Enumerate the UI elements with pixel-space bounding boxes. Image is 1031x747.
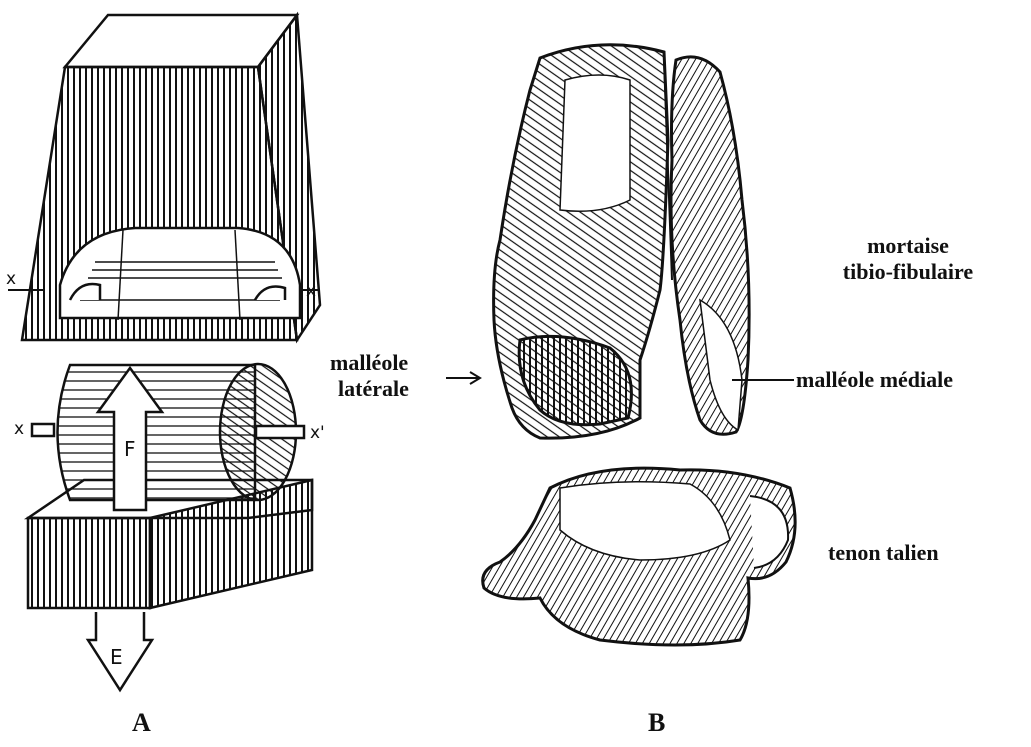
tibio-fibular-mortise	[494, 45, 750, 438]
label-mortaise-line1: mortaise	[828, 233, 988, 259]
axis-label-x-top-left: x	[6, 270, 16, 288]
talus-model	[28, 364, 312, 690]
panel-letter-a: A	[132, 708, 151, 738]
axle-pin-left	[32, 424, 54, 436]
label-malleole-laterale: malléole latérale	[330, 350, 409, 402]
label-malleole-mediale: malléole médiale	[796, 367, 953, 393]
axle-pin-right	[256, 426, 304, 438]
label-mortaise-line2: tibio-fibulaire	[828, 259, 988, 285]
axis-label-x-bottom-right: x'	[310, 424, 325, 442]
label-malleole-laterale-line1: malléole	[330, 350, 409, 376]
label-mortaise: mortaise tibio-fibulaire	[828, 233, 988, 285]
mortise-arch-opening	[60, 228, 300, 318]
arrow-label-e: E	[110, 648, 123, 666]
panel-letter-b: B	[648, 708, 665, 738]
axis-label-x-top-right: x'	[306, 282, 321, 300]
label-tenon-talien: tenon talien	[828, 540, 939, 566]
label-malleole-laterale-line2: latérale	[330, 376, 409, 402]
talus-bone	[483, 468, 795, 645]
axis-label-x-bottom-left: x	[14, 420, 24, 438]
mortise-model	[8, 15, 320, 340]
arrow-label-f: F	[124, 440, 136, 458]
block-front-face	[28, 518, 150, 608]
mortise-top-face	[65, 15, 297, 67]
